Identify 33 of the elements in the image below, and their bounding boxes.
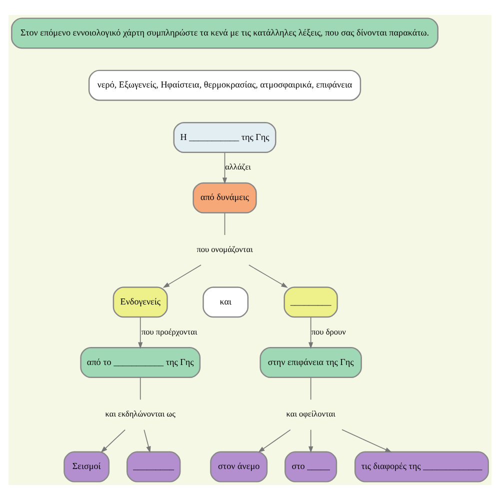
node-box: στο _____ [284, 451, 338, 482]
arrow [342, 429, 392, 452]
node-box: και [202, 286, 249, 318]
arrow [308, 316, 314, 349]
node-box: Ενδογενείς [112, 286, 168, 318]
arrow [144, 429, 151, 453]
node-box: στην επιφάνεια της Γης [260, 347, 362, 378]
edge-label: που προέρχονται [141, 327, 198, 336]
connector [140, 377, 141, 400]
node-box: Σεισμοί [64, 451, 110, 482]
node-box: από το ___________ της Γης [80, 347, 201, 378]
node-text: και οφείλονται [286, 410, 336, 419]
arrow [258, 429, 291, 452]
arrow [100, 429, 126, 453]
arrow [222, 152, 228, 184]
node-box: _________ [284, 286, 338, 318]
node-box: τις διαφορές της _____________ [354, 451, 489, 482]
node-box: Στον επόμενο εννοιολογικό χάρτη συμπληρώστε τα κενά με τις κατάλληλες λέξεις, που σας δίνονται παρακάτω. [11, 18, 438, 49]
arrow [138, 316, 143, 349]
arrow [162, 264, 202, 288]
node-box: _________ [126, 451, 181, 482]
arrow [248, 264, 288, 288]
node-box: από δυνάμεις [192, 182, 257, 214]
node-box: Η ___________ της Γης [173, 122, 276, 153]
edge-label: που δρουν [311, 327, 346, 336]
node-box: στον άνεμο [210, 451, 268, 482]
node-text: που ονομάζονται [196, 245, 253, 254]
node-text: και εκδηλώνονται ως [105, 410, 176, 419]
node-box: νερό, Εξωγενείς, Ηφαίστεια, θερμοκρασίας, ατμοσφαιρικά, επιφάνεια [88, 70, 362, 101]
arrow [308, 429, 314, 454]
edge-label: αλλάζει [225, 162, 251, 172]
connector [310, 377, 312, 400]
connector [224, 212, 226, 236]
